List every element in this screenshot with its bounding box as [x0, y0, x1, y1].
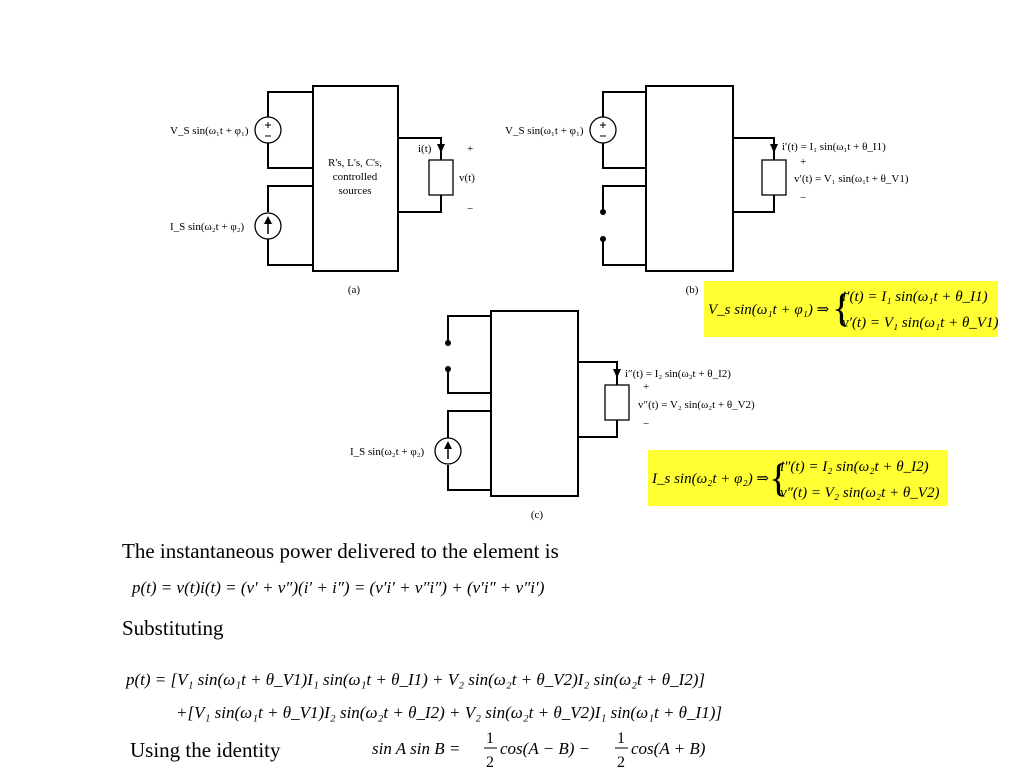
circuit-a-right-bottom-wire	[398, 195, 442, 213]
identity-frac2-den: 2	[617, 754, 625, 768]
box-c-source: I_s sin(ω₂t + φ₂) ⇒	[651, 471, 769, 487]
circuit-a-current-arrow	[437, 144, 445, 153]
circuit-a-minus: −	[467, 203, 473, 215]
box-c-line-2: v″(t) = V₂ sin(ω₂t + θ_V2)	[780, 485, 939, 501]
circuit-c-bottom-left-wire-return	[447, 465, 491, 491]
circuit-a-top-left-wire	[267, 91, 313, 117]
sentence-instantaneous-power: The instantaneous power delivered to the…	[122, 539, 559, 563]
circuit-c-current-arrow	[613, 369, 621, 378]
identity-frac1-num: 1	[486, 730, 494, 747]
identity-frac1-den: 2	[486, 754, 494, 768]
circuit-c-bottom-left-wire	[447, 410, 491, 438]
circuit-c-open-terminal-top	[445, 340, 451, 346]
circuit-a-current-source	[254, 212, 282, 240]
circuit-a-box-line-1: R's, L's, C's,	[328, 157, 382, 169]
circuit-a-voltage-label: v(t)	[459, 172, 475, 184]
circuit-b-caption: (b)	[686, 284, 699, 296]
circuit-a-current-label: i(t)	[418, 143, 432, 155]
circuit-b-right-bottom-wire	[733, 195, 775, 213]
circuit-c-top-open-wire	[447, 315, 491, 343]
circuit-a-box-line-3: sources	[339, 185, 372, 197]
circuit-b-voltage-label: v′(t) = V₁ sin(ω₁t + θ_V1)	[794, 173, 909, 185]
circuit-c-current-label: i″(t) = I₂ sin(ω₂t + θ_I2)	[625, 368, 731, 380]
circuit-b-minus: −	[800, 192, 806, 204]
circuit-a-plus: +	[467, 143, 473, 155]
sentence-substituting: Substituting	[122, 616, 224, 640]
circuit-b-bottom-open-wire-return	[602, 239, 646, 266]
circuit-a-element	[428, 159, 454, 196]
circuit-c-current-source	[434, 437, 462, 465]
circuit-c-top-open-wire-return	[447, 369, 491, 394]
box-b-line-2: v′(t) = V₁ sin(ω₁t + θ_V1)	[842, 315, 998, 331]
circuit-a-network-box	[312, 85, 399, 272]
box-c-line-1: i″(t) = I₂ sin(ω₂t + θ_I2)	[780, 459, 929, 475]
identity-frac2-num: 1	[617, 730, 625, 747]
circuit-b-network-box	[645, 85, 734, 272]
circuit-b-current-label: i′(t) = I₁ sin(ω₁t + θ_I1)	[782, 141, 886, 153]
equation-substituted-line-2: +[V₁ sin(ω₁t + θ_V1)I₂ sin(ω₂t + θ_I2) +…	[176, 703, 722, 722]
circuit-b-top-left-wire-return	[602, 143, 646, 169]
identity-term-1: cos(A − B) −	[500, 739, 590, 758]
circuit-b-open-terminal-top	[600, 209, 606, 215]
circuit-c-right-top-wire	[578, 361, 618, 385]
circuit-b-current-arrow	[770, 144, 778, 153]
circuit-a-current-source-arrow	[264, 216, 272, 224]
circuit-c-current-source-arrow	[444, 441, 452, 449]
circuit-c-right-bottom-wire	[578, 420, 618, 438]
box-b-source: V_s sin(ω₁t + φ₁) ⇒	[708, 302, 830, 318]
circuit-c-voltage-label: v″(t) = V₂ sin(ω₂t + θ_V2)	[638, 399, 755, 411]
circuit-c-minus: −	[643, 418, 649, 430]
equation-instantaneous-power: p(t) = v(t)i(t) = (v′ + v″)(i′ + i″) = (…	[131, 578, 545, 597]
circuit-a-box-line-2: controlled	[333, 171, 378, 183]
box-b-line-1: i′(t) = I₁ sin(ω₁t + θ_I1)	[842, 289, 988, 305]
circuit-a-top-left-wire-return	[267, 143, 313, 169]
circuit-b-vs-label: V_S sin(ω₁t + φ₁)	[505, 125, 584, 137]
circuit-a-caption: (a)	[348, 284, 361, 296]
circuit-a-bottom-left-wire	[267, 185, 313, 212]
sentence-using-identity: Using the identity	[130, 738, 281, 762]
highlight-box-b	[704, 281, 998, 337]
circuit-c-is-label: I_S sin(ω₂t + φ₂)	[350, 446, 425, 458]
circuit-b-top-left-wire	[602, 91, 646, 117]
circuit-a-is-label: I_S sin(ω₂t + φ₂)	[170, 221, 245, 233]
circuit-c-plus: +	[643, 381, 649, 393]
circuit-c-element	[604, 384, 630, 421]
circuit-b-voltage-source	[589, 116, 617, 144]
identity-lhs: sin A sin B =	[372, 739, 460, 758]
circuit-a-voltage-source	[254, 116, 282, 144]
highlight-box-c	[648, 450, 948, 506]
circuit-c-network-box	[490, 310, 579, 497]
box-b-brace: {	[832, 285, 851, 330]
circuit-a-bottom-left-wire-return	[267, 239, 313, 266]
identity-term-2: cos(A + B)	[631, 739, 706, 758]
equation-substituted-line-1: p(t) = [V₁ sin(ω₁t + θ_V1)I₁ sin(ω₁t + θ…	[125, 670, 705, 689]
box-c-brace: {	[769, 455, 788, 500]
circuit-b-bottom-open-wire	[602, 185, 646, 212]
circuit-a-vs-label: V_S sin(ω₁t + φ₁)	[170, 125, 249, 137]
circuit-c-caption: (c)	[531, 509, 544, 521]
circuit-b-plus: +	[800, 156, 806, 168]
circuit-b-open-terminal-bottom	[600, 236, 606, 242]
circuit-b-right-top-wire	[733, 137, 775, 160]
circuit-c-open-terminal-bottom	[445, 366, 451, 372]
circuit-b-element	[761, 159, 787, 196]
